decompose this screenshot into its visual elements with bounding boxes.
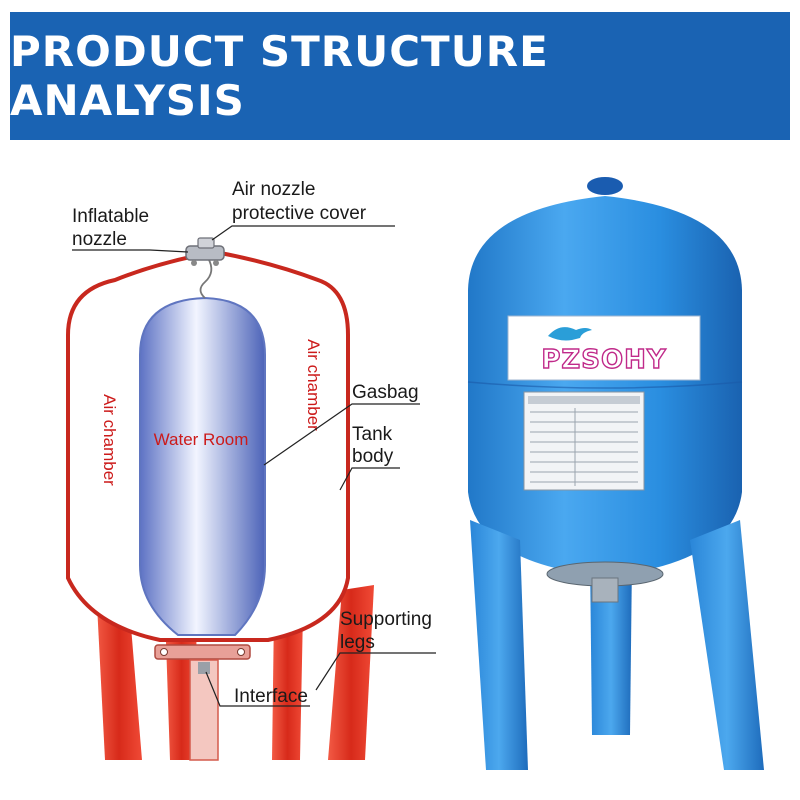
title-banner: PRODUCT STRUCTURE ANALYSIS bbox=[10, 12, 790, 140]
kangaroo-icon bbox=[548, 327, 592, 341]
tank-body-label-line2: body bbox=[352, 446, 394, 467]
air-chamber-right-label: Air chamber bbox=[304, 339, 323, 431]
air-nozzle-cover-label-line2: protective cover bbox=[232, 203, 367, 224]
product-illustration: PZSOHY bbox=[467, 177, 764, 770]
interface-shape bbox=[154, 644, 251, 761]
gasbag-shape bbox=[139, 296, 266, 636]
inflatable-nozzle-label-line1: Inflatable bbox=[72, 206, 149, 227]
air-chamber-left-label: Air chamber bbox=[100, 394, 119, 486]
water-room-label: Water Room bbox=[154, 430, 249, 449]
gasbag-label: Gasbag bbox=[352, 382, 419, 403]
interface-label: Interface bbox=[234, 686, 308, 707]
page-title: PRODUCT STRUCTURE ANALYSIS bbox=[10, 27, 549, 125]
supporting-legs-label-line2: legs bbox=[340, 632, 375, 653]
spec-plate bbox=[523, 391, 645, 491]
supporting-legs-label-line1: Supporting bbox=[340, 609, 432, 630]
tank-body-label-line1: Tank bbox=[352, 424, 393, 445]
air-nozzle-cover-label-line1: Air nozzle bbox=[232, 179, 315, 200]
inflatable-nozzle-label-line2: nozzle bbox=[72, 229, 127, 250]
inflatable-nozzle-shape bbox=[185, 237, 225, 266]
brand-logo-text: PZSOHY bbox=[541, 345, 666, 375]
cross-section: Air chamber Air chamber Water Room Infla… bbox=[66, 179, 436, 761]
